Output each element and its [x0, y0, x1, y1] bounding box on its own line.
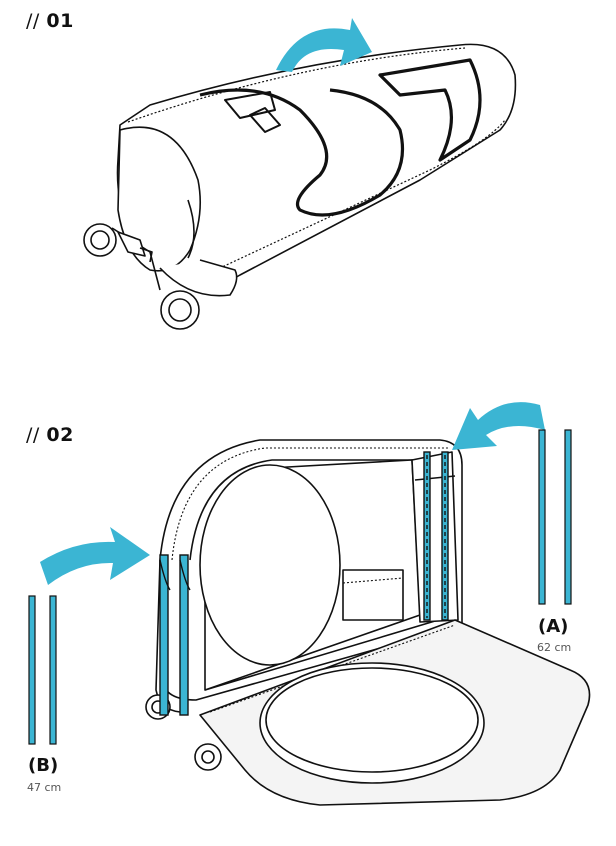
- bag-logo-graphic: [199, 58, 482, 217]
- rotate-arrow-icon: [276, 18, 372, 72]
- strip-b-bars: [28, 595, 57, 745]
- strip-b-label: (B): [28, 755, 59, 776]
- strip-a-size: 62 cm: [537, 641, 572, 654]
- strip-a-bars: [538, 429, 572, 605]
- strip-a-label: (A): [538, 616, 569, 637]
- step-1-slashes: //: [26, 10, 40, 32]
- open-bag: [145, 439, 591, 806]
- rolled-bag: [83, 43, 517, 330]
- left-strap-slots: [159, 554, 191, 716]
- step-2-label: // 02: [26, 424, 74, 446]
- step-1-number: 01: [46, 10, 74, 32]
- step-1-label: // 01: [26, 10, 74, 32]
- right-strap-slots: [423, 451, 449, 621]
- step-2-number: 02: [46, 424, 74, 446]
- step-2-slashes: //: [26, 424, 40, 446]
- strip-b-size: 47 cm: [27, 781, 62, 794]
- insert-arrow-left-icon: [40, 527, 150, 585]
- insert-arrow-right-icon: [452, 402, 545, 450]
